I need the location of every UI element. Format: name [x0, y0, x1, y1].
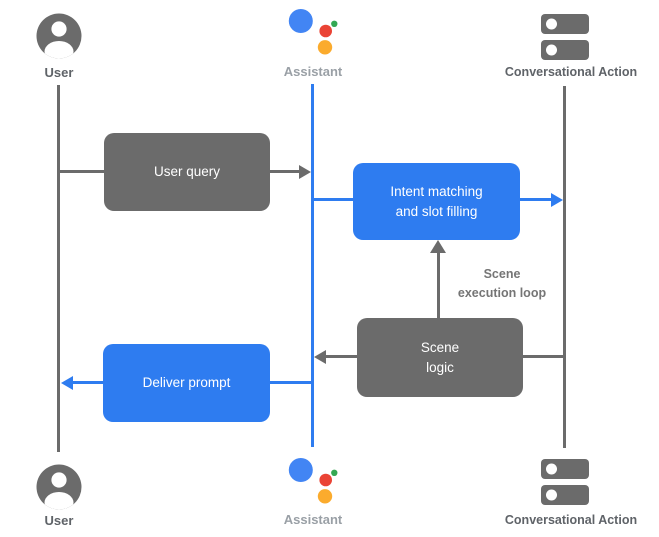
assistant-lifeline: [311, 84, 314, 447]
intent-matching-box: Intent matching and slot filling: [353, 163, 520, 240]
connector-assistant-to-intent-matching: [314, 198, 353, 201]
arrowhead-into-assistant-top: [299, 165, 311, 179]
user-avatar-icon: [36, 464, 82, 510]
arrowhead-into-conversational-action: [551, 193, 563, 207]
user-label-top: User: [44, 65, 74, 80]
user-query-box: User query: [104, 133, 270, 211]
assistant-label-bottom: Assistant: [283, 512, 343, 527]
connector-ca-to-scene-logic: [523, 355, 563, 358]
scene-logic-box: Scene logic: [357, 318, 523, 397]
connector-scene-logic-to-assistant: [326, 355, 357, 358]
deliver-prompt-box: Deliver prompt: [103, 344, 270, 422]
user-label-bottom: User: [44, 513, 74, 528]
server-stack-icon: [541, 14, 589, 60]
conversational-action-label-top: Conversational Action: [504, 65, 638, 79]
assistant-label-top: Assistant: [283, 64, 343, 79]
conversational-action-label-bottom: Conversational Action: [504, 513, 638, 527]
connector-user-query-to-assistant: [270, 170, 299, 173]
google-assistant-icon: [288, 9, 338, 55]
arrowhead-into-user: [61, 376, 73, 390]
conversational-action-lifeline: [563, 86, 566, 448]
arrowhead-into-assistant-bottom: [314, 350, 326, 364]
user-avatar-icon: [36, 13, 82, 59]
connector-assistant-to-deliver-prompt: [270, 381, 311, 384]
connector-deliver-prompt-to-user: [73, 381, 103, 384]
connector-intent-matching-to-ca: [520, 198, 551, 201]
google-assistant-icon: [288, 458, 338, 504]
connector-scene-logic-to-intent-matching: [437, 253, 440, 318]
scene-execution-loop-label: Scene execution loop: [457, 267, 547, 301]
user-lifeline: [57, 85, 60, 452]
arrowhead-into-intent-matching: [430, 240, 446, 253]
connector-user-to-user-query: [60, 170, 104, 173]
server-stack-icon: [541, 459, 589, 505]
